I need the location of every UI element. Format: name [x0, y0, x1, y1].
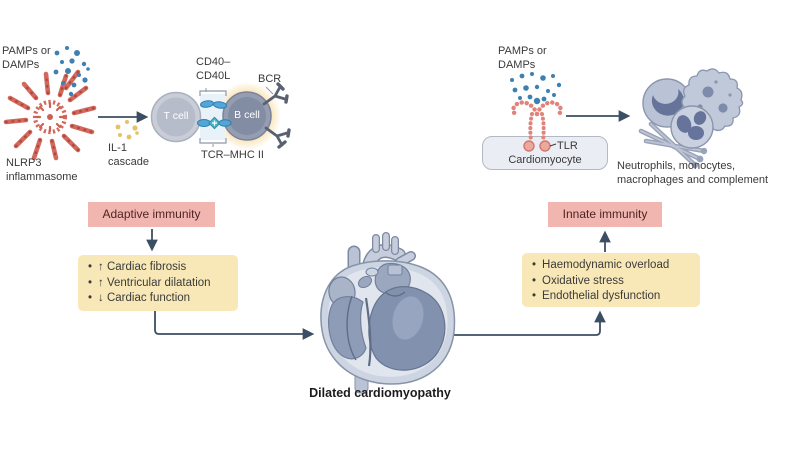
- cd40-cd40l-label: CD40– CD40L: [196, 56, 231, 83]
- cardiomyocyte-label: Cardiomyocyte: [508, 154, 582, 166]
- pamps-damps-dots-icon: [53, 46, 90, 97]
- cd40-cd40l-receptor-icon: [200, 100, 227, 109]
- t-cell-label: T cell: [163, 110, 189, 122]
- effect-item: ↓ Cardiac function: [88, 291, 228, 307]
- pamps-damps-label-right: PAMPs or DAMPs: [498, 45, 547, 72]
- arrow-effects-to-heart: [154, 311, 315, 340]
- effect-item: Oxidative stress: [532, 274, 690, 290]
- immune-cells-icon: [638, 68, 744, 169]
- bcr-label: BCR: [258, 73, 282, 85]
- pamps-damps-dots-icon: [510, 72, 562, 102]
- innate-effects-panel: Haemodynamic overload Oxidative stress E…: [522, 253, 700, 307]
- nlrp3-inflammasome-label: NLRP3 inflammasome: [6, 157, 78, 184]
- innate-immunity-badge: Innate immunity: [548, 202, 662, 227]
- effect-item: ↑ Ventricular dilatation: [88, 276, 228, 292]
- adaptive-immunity-badge: Adaptive immunity: [88, 202, 215, 227]
- adaptive-effects-list: ↑ Cardiac fibrosis ↑ Ventricular dilatat…: [88, 260, 228, 307]
- tcr-mhc-label: TCR–MHC II: [201, 149, 264, 161]
- nlrp3-inflammasome-icon: [3, 69, 97, 161]
- il1-cascade-dots-icon: [115, 120, 139, 140]
- macrophage-icon: [681, 68, 744, 132]
- synapse-brackets: [199, 90, 227, 144]
- immune-synapse-zone: [200, 94, 226, 140]
- innate-effects-list: Haemodynamic overload Oxidative stress E…: [532, 258, 690, 305]
- tlr-label: TLR: [557, 140, 578, 152]
- adaptive-effects-panel: ↑ Cardiac fibrosis ↑ Ventricular dilatat…: [78, 255, 238, 311]
- b-cell-label: B cell: [234, 109, 260, 121]
- effect-item: Endothelial dysfunction: [532, 289, 690, 305]
- figure-caption: Dilated cardiomyopathy: [309, 386, 451, 400]
- effect-item: ↑ Cardiac fibrosis: [88, 260, 228, 276]
- heart-icon: [320, 232, 456, 394]
- il1-cascade-label: IL-1 cascade: [108, 142, 149, 169]
- arrow-heart-to-effects: [442, 310, 606, 336]
- neutrophil-icon: [670, 105, 714, 149]
- pamps-damps-label-left: PAMPs or DAMPs: [2, 45, 51, 72]
- ligand-dot-icon: [533, 97, 541, 105]
- monocyte-icon: [642, 78, 692, 128]
- effect-item: Haemodynamic overload: [532, 258, 690, 274]
- innate-cells-label: Neutrophils, monocytes, macrophages and …: [617, 160, 769, 187]
